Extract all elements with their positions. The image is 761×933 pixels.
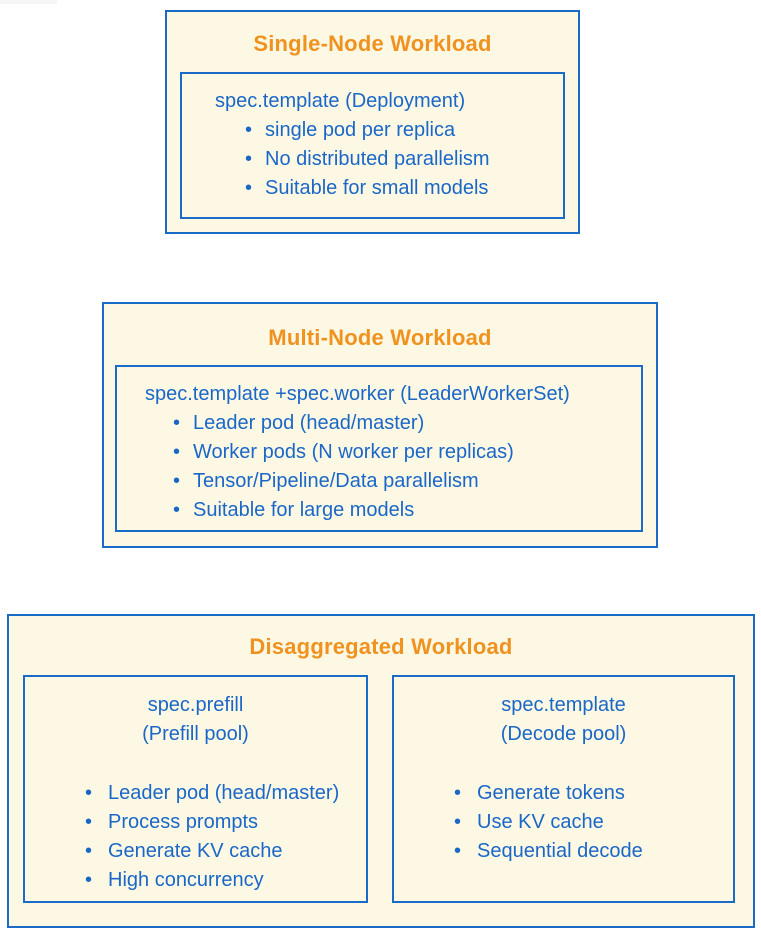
bullet-item: Suitable for small models [182, 174, 563, 203]
deployment-spec-panel: spec.template (Deployment) single pod pe… [180, 72, 565, 219]
decode-heading-line1: spec.template [501, 694, 626, 716]
single-node-workload-box: Single-Node Workload spec.template (Depl… [165, 10, 580, 234]
prefill-bullet-list: Leader pod (head/master) Process prompts… [25, 779, 366, 895]
decode-bullet-list: Generate tokens Use KV cache Sequential … [394, 779, 733, 866]
leaderworkerset-spec-heading: spec.template +spec.worker (LeaderWorker… [145, 383, 570, 405]
prefill-pool-panel: spec.prefill (Prefill pool) Leader pod (… [23, 675, 368, 903]
decode-heading-line2: (Decode pool) [500, 723, 627, 745]
bullet-item: Generate KV cache [25, 837, 366, 866]
bullet-item: Generate tokens [394, 779, 733, 808]
multi-node-title: Multi-Node Workload [268, 325, 492, 350]
bullet-item: single pod per replica [182, 116, 563, 145]
prefill-heading-line2: (Prefill pool) [142, 723, 249, 745]
bullet-item: High concurrency [25, 866, 366, 895]
bullet-item: Suitable for large models [117, 496, 641, 525]
bullet-item: Process prompts [25, 808, 366, 837]
leaderworkerset-bullet-list: Leader pod (head/master) Worker pods (N … [117, 409, 641, 525]
multi-node-workload-box: Multi-Node Workload spec.template +spec.… [102, 302, 658, 548]
bullet-item: No distributed parallelism [182, 145, 563, 174]
bullet-item: Leader pod (head/master) [117, 409, 641, 438]
decode-pool-panel: spec.template (Decode pool) Generate tok… [392, 675, 735, 903]
bullet-item: Use KV cache [394, 808, 733, 837]
deployment-spec-heading: spec.template (Deployment) [215, 90, 466, 112]
single-node-title: Single-Node Workload [253, 31, 492, 56]
bullet-item: Worker pods (N worker per replicas) [117, 438, 641, 467]
leaderworkerset-spec-panel: spec.template +spec.worker (LeaderWorker… [115, 365, 643, 532]
top-left-artifact [0, 0, 57, 4]
bullet-item: Tensor/Pipeline/Data parallelism [117, 467, 641, 496]
disaggregated-title: Disaggregated Workload [249, 634, 513, 659]
prefill-heading-line1: spec.prefill [147, 694, 244, 716]
deployment-bullet-list: single pod per replica No distributed pa… [182, 116, 563, 203]
bullet-item: Sequential decode [394, 837, 733, 866]
disaggregated-workload-box: Disaggregated Workload spec.prefill (Pre… [7, 614, 755, 928]
bullet-item: Leader pod (head/master) [25, 779, 366, 808]
